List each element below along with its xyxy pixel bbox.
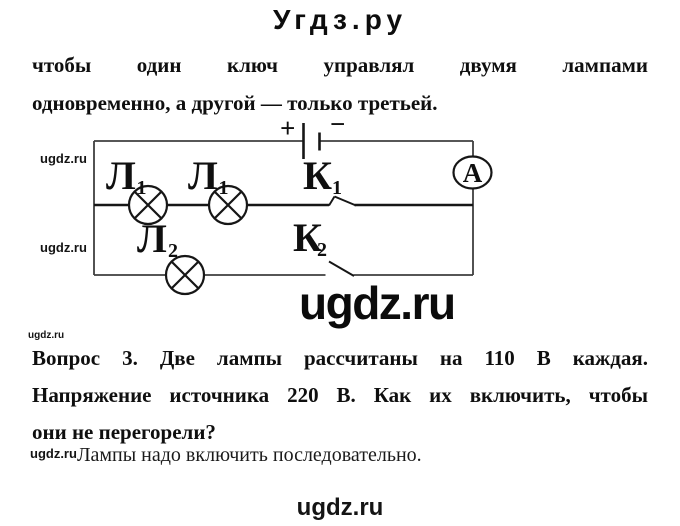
watermark-footer: ugdz.ru bbox=[296, 494, 384, 521]
watermark-big: ugdz.ru bbox=[299, 277, 456, 329]
switch-lever bbox=[328, 195, 357, 207]
watermark-side-4: ugdz.ru bbox=[30, 446, 77, 461]
lamp-symbol-1 bbox=[127, 184, 169, 226]
battery-symbol: + − bbox=[280, 110, 345, 159]
question-line-2: Напряжение источника 220 В. Как их включ… bbox=[32, 383, 648, 407]
answer-text: Лампы надо включить последовательно. bbox=[76, 444, 422, 466]
switch-symbol-1 bbox=[328, 195, 357, 207]
watermark-side-1: ugdz.ru bbox=[40, 151, 87, 166]
lamp-cross bbox=[213, 190, 243, 220]
watermark-side-3: ugdz.ru bbox=[28, 330, 65, 341]
lamp-symbol-3 bbox=[164, 254, 206, 296]
lamp-symbol-2 bbox=[207, 184, 249, 226]
watermark-side-2: ugdz.ru bbox=[40, 240, 87, 255]
ammeter-letter: A bbox=[463, 158, 483, 188]
label-switch2: К bbox=[293, 215, 322, 260]
question-line-1: Вопрос 3. Две лампы рассчитаны на 110 В … bbox=[32, 346, 648, 370]
intro-line-1: чтобы один ключ управлял двумя лампами bbox=[32, 53, 648, 77]
label-lamp2: Л bbox=[137, 216, 167, 261]
circuit-wires bbox=[93, 140, 474, 276]
battery-minus-sign: − bbox=[330, 110, 345, 139]
ammeter: A bbox=[452, 155, 493, 190]
question-paragraph: Вопрос 3. Две лампы рассчитаны на 110 В … bbox=[32, 340, 648, 451]
ammeter-circle bbox=[452, 155, 493, 190]
switch-symbol-2 bbox=[328, 260, 355, 277]
label-lamp1b: Л bbox=[188, 153, 218, 198]
label-lamp1a-sub: 1 bbox=[137, 177, 147, 199]
label-lamp2-sub: 2 bbox=[168, 240, 178, 262]
battery-plus-sign: + bbox=[280, 113, 295, 143]
intro-paragraph: чтобы один ключ управлял двумя лампами о… bbox=[32, 46, 648, 122]
circuit-labels: Л 1 Л 1 К 1 Л 2 К 2 bbox=[106, 153, 342, 262]
switch-lever bbox=[328, 260, 355, 277]
label-switch1-sub: 1 bbox=[332, 177, 342, 199]
lamp-cross bbox=[133, 190, 163, 220]
label-switch2-sub: 2 bbox=[317, 239, 327, 261]
circuit-diagram: + − A Л 1 Л 1 К 1 Л 2 К 2 bbox=[93, 110, 493, 296]
label-switch1: К bbox=[303, 153, 332, 198]
site-title: Угдз.ру bbox=[272, 4, 408, 35]
intro-line-2: одновременно, а другой — только третьей. bbox=[32, 91, 438, 115]
lamp-cross bbox=[170, 260, 200, 290]
question-line-3: они не перегорели? bbox=[32, 420, 216, 444]
label-lamp1a: Л bbox=[106, 153, 136, 198]
label-lamp1b-sub: 1 bbox=[219, 177, 229, 199]
